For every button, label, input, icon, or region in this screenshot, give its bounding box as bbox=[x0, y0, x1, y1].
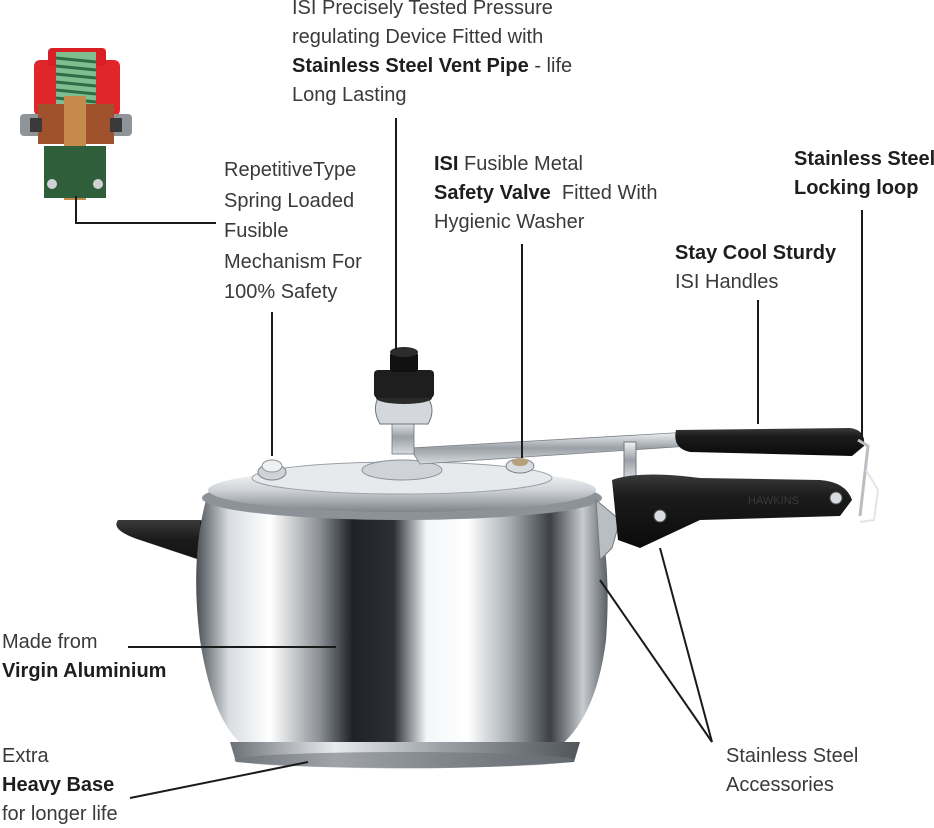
locking-loop bbox=[857, 438, 880, 523]
leader-cutaway bbox=[75, 196, 216, 224]
fusible-safety-valve bbox=[505, 458, 535, 474]
cooker-lid bbox=[202, 459, 602, 520]
main-handle: HAWKINS bbox=[595, 441, 852, 562]
label-locking-loop: Stainless Steel Locking loop bbox=[794, 148, 934, 199]
label-accessories: Stainless Steel Accessories bbox=[726, 745, 859, 796]
label-heavy-base: Extra Heavy Base for longer life bbox=[2, 745, 118, 825]
label-handles: Stay Cool Sturdy ISI Handles bbox=[675, 242, 837, 293]
label-vent-pipe: ISI Precisely Tested Pressure regulating… bbox=[292, 0, 573, 106]
leader-base bbox=[129, 761, 309, 799]
label-spring-mechanism: RepetitiveType Spring Loaded Fusible Mec… bbox=[224, 159, 362, 303]
label-aluminium: Made from Virgin Aluminium bbox=[2, 631, 167, 682]
pressure-regulator bbox=[374, 347, 434, 455]
label-fusible-valve: ISI Fusible Metal Safety Valve Fitted Wi… bbox=[434, 153, 658, 233]
leader-lines bbox=[75, 118, 863, 799]
handle-brand: HAWKINS bbox=[748, 495, 799, 507]
pot-body bbox=[196, 500, 608, 769]
leader-accessories-a bbox=[599, 579, 713, 743]
spring-fusible-mechanism bbox=[257, 459, 287, 481]
lid-bar bbox=[409, 431, 691, 465]
lid-handle bbox=[675, 428, 865, 456]
valve-cutaway-illustration bbox=[20, 48, 132, 200]
leader-accessories-b bbox=[659, 547, 713, 743]
